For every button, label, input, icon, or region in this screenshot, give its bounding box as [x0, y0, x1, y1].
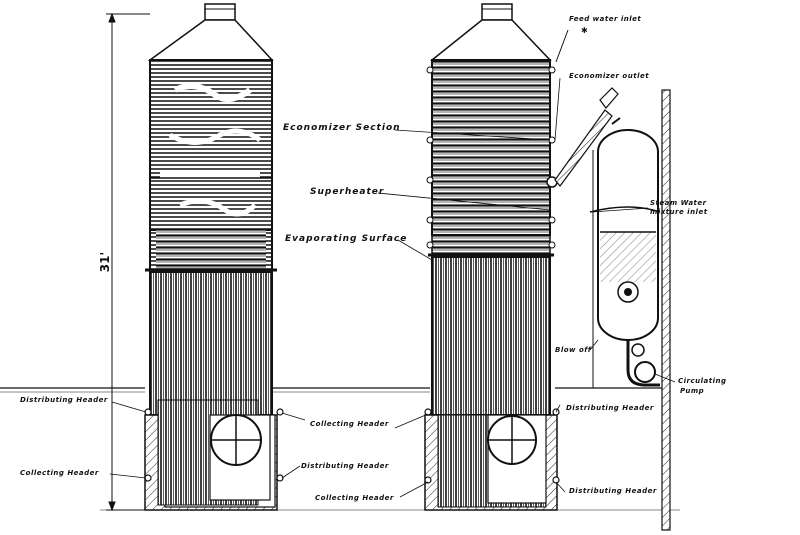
middle-tower	[424, 3, 560, 511]
circulating-pump-label-line1: Circulating	[678, 377, 727, 385]
collecting-header-mid-top-label: Collecting Header	[310, 420, 389, 428]
distributing-header-left-label: Distributing Header	[20, 396, 108, 404]
economizer-section-label: Economizer Section	[283, 123, 401, 133]
steam-water-label-line1: Steam Water	[650, 199, 707, 207]
leader-lines	[109, 77, 676, 498]
feed-water-inlet-marker: ✱	[581, 26, 589, 35]
steam-drum	[546, 29, 671, 531]
economizer-outlet-label: Economizer outlet	[569, 72, 650, 80]
circulating-pump-label-line2: Pump	[680, 387, 705, 395]
distributing-header-mid-label: Distributing Header	[301, 462, 389, 470]
feed-water-inlet-label: Feed water inlet	[569, 15, 642, 23]
collecting-header-mid-bottom-label: Collecting Header	[315, 494, 394, 502]
distributing-header-right-label: Distributing Header	[566, 404, 654, 412]
left-tower	[144, 3, 284, 511]
height-dimension-line	[106, 12, 150, 512]
height-dimension-label: 31'	[98, 251, 113, 273]
collecting-header-left-label: Collecting Header	[20, 469, 99, 477]
superheater-label: Superheater	[310, 187, 385, 197]
blow-off-label: Blow off	[555, 346, 592, 354]
steam-water-label-line2: mixture inlet	[650, 208, 708, 216]
evaporating-surface-label: Evaporating Surface	[285, 234, 408, 244]
distributing-header-bottom-right-label: Distributing Header	[569, 487, 657, 495]
